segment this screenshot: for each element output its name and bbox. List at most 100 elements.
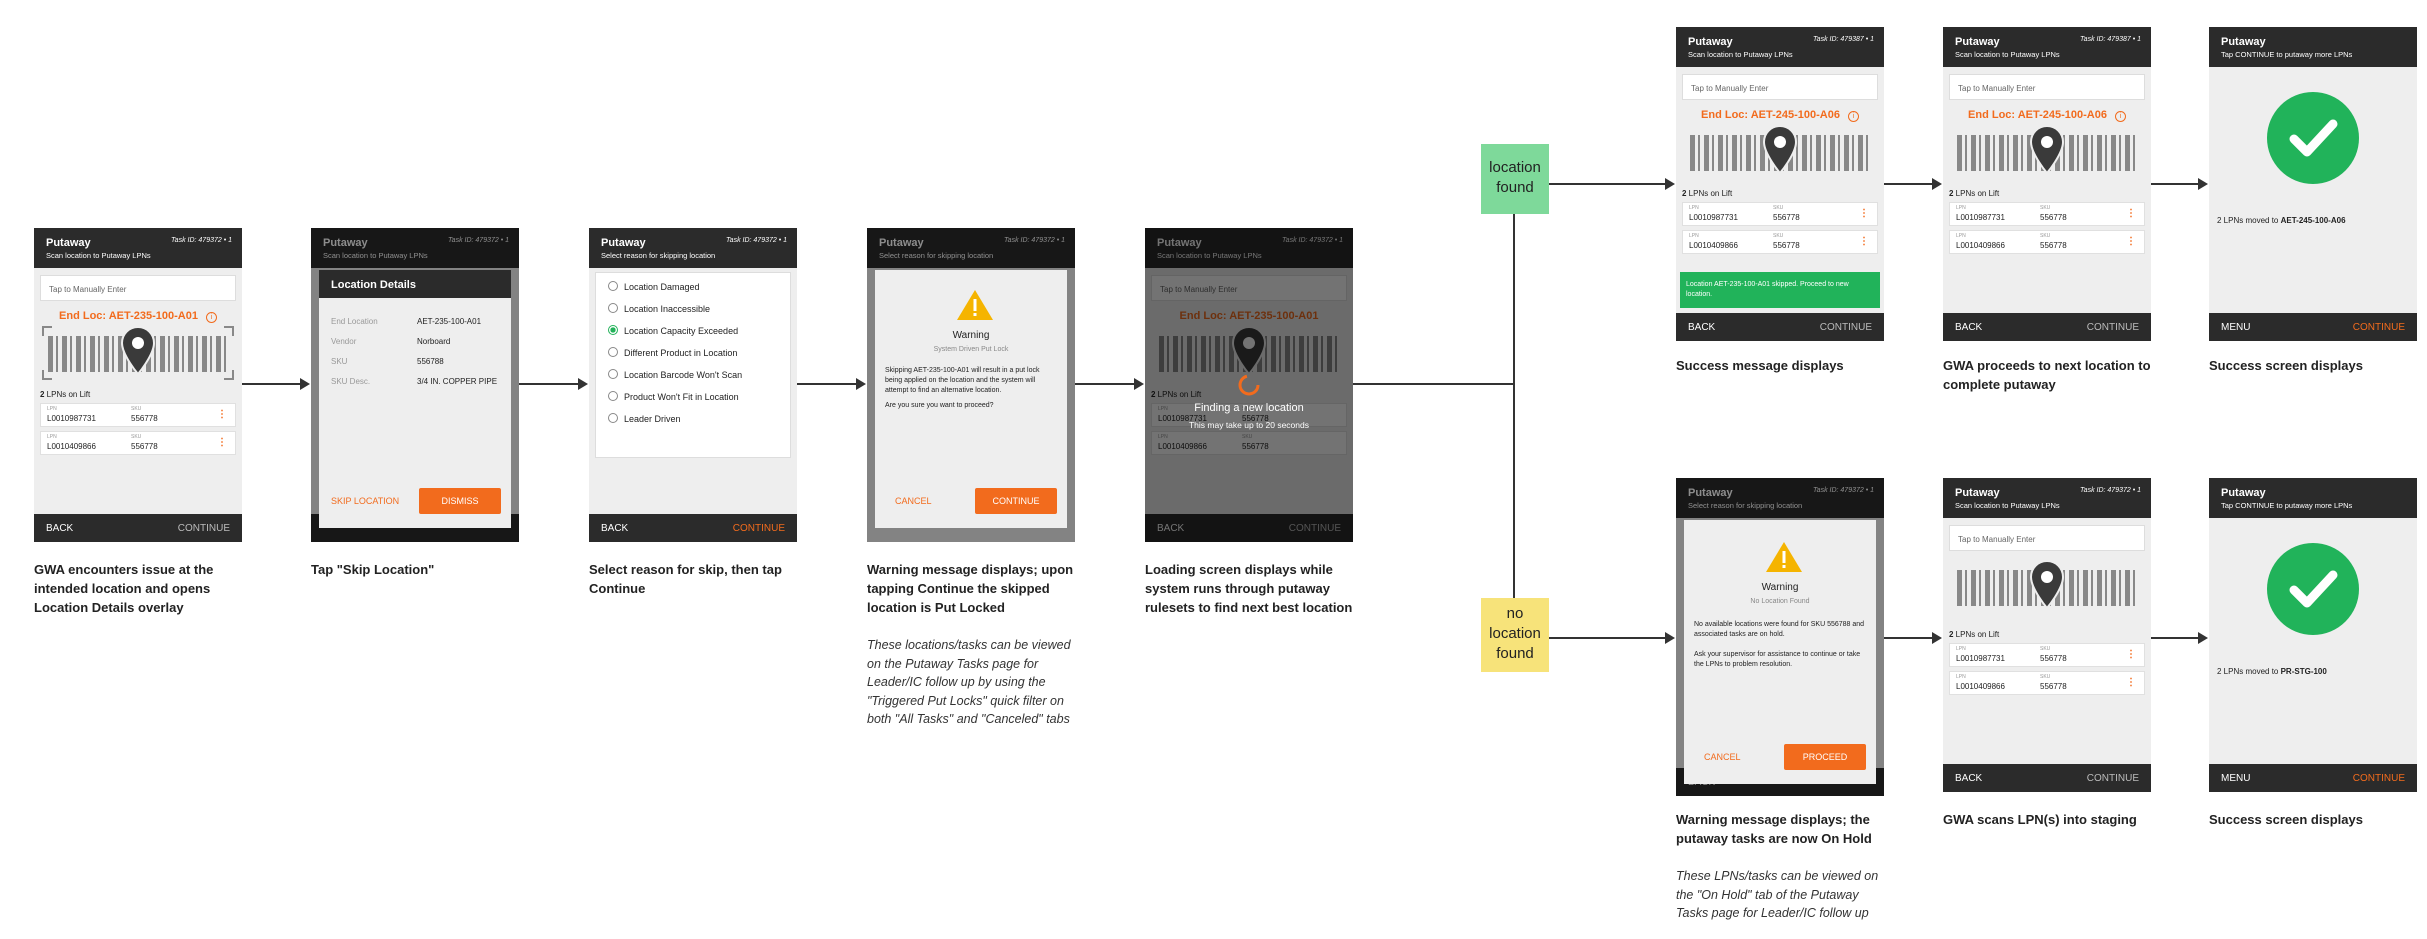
continue-button[interactable]: CONTINUE <box>1819 322 1872 333</box>
screen-1-scan-location: Putaway Scan location to Putaway LPNs Ta… <box>34 228 242 542</box>
reason-option[interactable]: Leader Driven <box>608 413 681 424</box>
header-title: Putaway <box>1688 487 1733 499</box>
warning-modal: Warning System Driven Put Lock Skipping … <box>875 270 1067 528</box>
header-title: Putaway <box>2221 487 2266 499</box>
task-id: Task ID: 479372 • 1 <box>448 237 509 244</box>
lpn-header: LPN <box>47 434 57 440</box>
screen-5-loading: Putaway Scan location to Putaway LPNs Ta… <box>1145 228 1353 542</box>
menu-button[interactable]: MENU <box>2221 322 2251 333</box>
info-icon[interactable]: i <box>2114 111 2126 122</box>
task-id: Task ID: 479372 • 1 <box>726 237 787 244</box>
scan-corner <box>224 326 234 336</box>
proceed-button[interactable]: PROCEED <box>1784 744 1866 770</box>
menu-button[interactable]: MENU <box>2221 773 2251 784</box>
screen-a1-success-message: Putaway Scan location to Putaway LPNs Ta… <box>1676 27 1884 341</box>
header-subtitle: Scan location to Putaway LPNs <box>1955 50 2060 59</box>
back-button[interactable]: BACK <box>46 523 74 534</box>
moved-location: AET-245-100-A06 <box>2280 216 2346 225</box>
lpn-value: L0010409866 <box>1689 241 1738 250</box>
sku-header: SKU <box>1773 233 1784 239</box>
sku-value: 556778 <box>1773 241 1800 250</box>
cancel-button[interactable]: CANCEL <box>1704 752 1741 762</box>
back-button[interactable]: BACK <box>601 523 629 534</box>
app-header: Putaway Tap CONTINUE to putaway more LPN… <box>2209 478 2417 518</box>
manual-entry-field[interactable]: Tap to Manually Enter <box>40 275 236 301</box>
wait-text: This may take up to 20 seconds <box>1188 420 1309 430</box>
warning-body: Skipping AET-235-100-A01 will result in … <box>885 367 1040 394</box>
header-title: Putaway <box>1955 36 2000 48</box>
continue-button[interactable]: CONTINUE <box>975 488 1057 514</box>
lpn-value: L0010409866 <box>1956 241 2005 250</box>
detail-value: 556788 <box>417 357 444 366</box>
manual-entry-field[interactable]: Tap to Manually Enter <box>1682 74 1878 100</box>
continue-button[interactable]: CONTINUE <box>2352 773 2405 784</box>
reason-label: Location Capacity Exceeded <box>624 326 739 336</box>
connector-line <box>1353 383 1514 385</box>
reason-option-selected[interactable]: Location Capacity Exceeded <box>608 325 738 336</box>
reason-label: Different Product in Location <box>624 348 738 358</box>
header-subtitle: Scan location to Putaway LPNs <box>46 251 151 260</box>
continue-button[interactable]: CONTINUE <box>177 523 230 534</box>
barcode-scan-graphic <box>1951 560 2143 614</box>
back-button[interactable]: BACK <box>1955 773 1983 784</box>
more-options-icon[interactable]: ⋮ <box>1859 236 1869 247</box>
app-footer: BACK CONTINUE <box>1943 313 2151 341</box>
more-options-icon[interactable]: ⋮ <box>217 409 227 420</box>
reason-label: Location Inaccessible <box>624 304 711 314</box>
reason-option[interactable]: Location Barcode Won't Scan <box>608 369 742 380</box>
scan-corner <box>224 370 234 380</box>
more-options-icon[interactable]: ⋮ <box>217 437 227 448</box>
more-options-icon[interactable]: ⋮ <box>2126 677 2136 688</box>
app-header: Putaway Scan location to Putaway LPNs Ta… <box>34 228 242 268</box>
more-options-icon[interactable]: ⋮ <box>2126 649 2136 660</box>
header-title: Putaway <box>879 237 924 249</box>
manual-entry-field[interactable]: Tap to Manually Enter <box>1949 74 2145 100</box>
warning-body: No available locations were found for SK… <box>1694 621 1865 638</box>
arrowhead-icon <box>856 378 866 390</box>
barcode-scan-graphic <box>1684 125 1876 179</box>
header-subtitle: Select reason for skipping location <box>879 251 994 260</box>
dismiss-button[interactable]: DISMISS <box>419 488 501 514</box>
note-step-4: These locations/tasks can be viewed on t… <box>867 638 1071 726</box>
manual-entry-field[interactable]: Tap to Manually Enter <box>1949 525 2145 551</box>
caption-a2: GWA proceeds to next location to complet… <box>1943 358 2151 392</box>
continue-button[interactable]: CONTINUE <box>2086 322 2139 333</box>
info-icon[interactable]: i <box>205 312 217 323</box>
more-options-icon[interactable]: ⋮ <box>1859 208 1869 219</box>
radio-icon <box>608 369 618 379</box>
skip-location-button[interactable]: SKIP LOCATION <box>331 496 400 506</box>
radio-icon <box>608 391 618 401</box>
moved-message: 2 LPNs moved to PR-STG-100 <box>2217 667 2327 676</box>
back-button[interactable]: BACK <box>1688 322 1716 333</box>
reason-option[interactable]: Different Product in Location <box>608 347 737 358</box>
back-button[interactable]: BACK <box>1955 322 1983 333</box>
radio-icon <box>608 413 618 423</box>
cancel-button[interactable]: CANCEL <box>895 496 932 506</box>
header-subtitle: Scan location to Putaway LPNs <box>323 251 428 260</box>
app-footer: BACK CONTINUE <box>34 514 242 542</box>
reason-option[interactable]: Location Damaged <box>608 281 700 292</box>
success-check-icon <box>2267 543 2359 635</box>
more-options-icon[interactable]: ⋮ <box>2126 236 2136 247</box>
app-header: Putaway Scan location to Putaway LPNs Ta… <box>311 228 519 268</box>
detail-key: Vendor <box>331 337 357 346</box>
reason-option[interactable]: Product Won't Fit in Location <box>608 391 739 402</box>
more-options-icon[interactable]: ⋮ <box>2126 208 2136 219</box>
header-title: Putaway <box>46 237 91 249</box>
continue-button[interactable]: CONTINUE <box>732 523 785 534</box>
continue-button[interactable]: CONTINUE <box>2086 773 2139 784</box>
reason-option[interactable]: Location Inaccessible <box>608 303 710 314</box>
info-icon[interactable]: i <box>1847 111 1859 122</box>
continue-button[interactable]: CONTINUE <box>2352 322 2405 333</box>
scan-corner <box>42 326 52 336</box>
screen-a2-next-location: Putaway Scan location to Putaway LPNs Ta… <box>1943 27 2151 341</box>
